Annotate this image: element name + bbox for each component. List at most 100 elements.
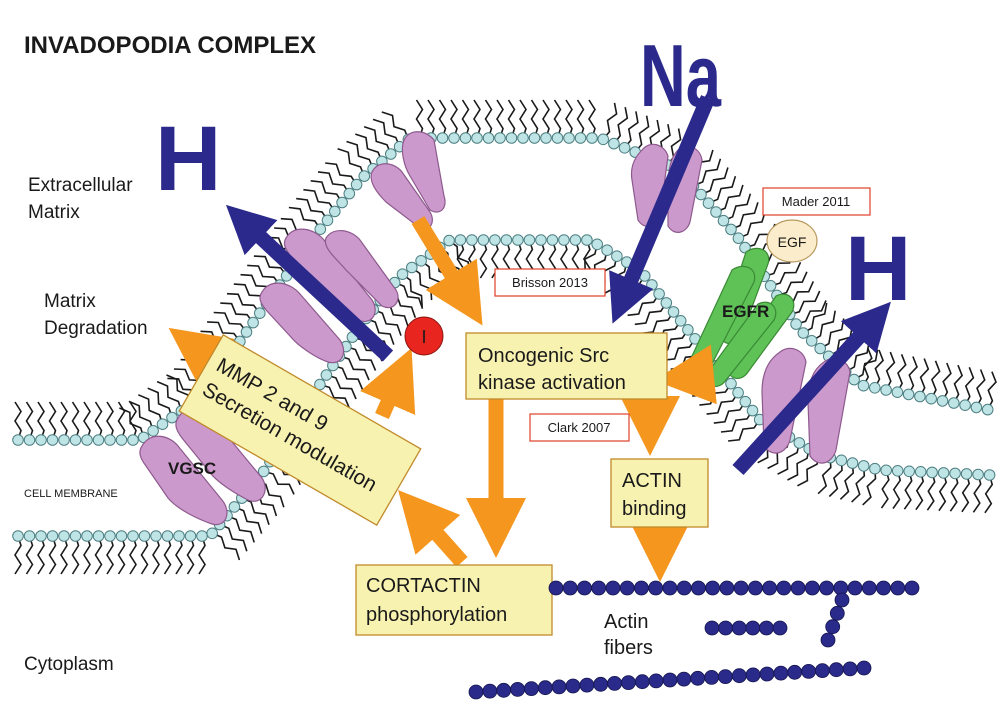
lipid-head [835, 454, 848, 467]
lipid-tail [137, 394, 164, 425]
actin-bead [748, 580, 763, 596]
lipid-tail [219, 523, 248, 552]
actin-bead [856, 660, 872, 676]
lipid-tail [473, 99, 481, 139]
lipid-head [857, 379, 870, 392]
lipid-head [732, 386, 744, 399]
egf-ligand [766, 219, 818, 263]
lipid-tail [602, 102, 618, 140]
lipid-tail [14, 401, 22, 441]
actin-bead [815, 663, 830, 678]
lipid-head [314, 223, 327, 235]
actin-bead [510, 682, 525, 697]
lipid-head [147, 425, 159, 437]
lipid-head [81, 434, 93, 446]
lipid-tail [777, 442, 801, 475]
lipid-head [69, 434, 82, 446]
actin-bead [718, 669, 733, 684]
lipid-tail [14, 535, 22, 575]
lipid-tail [953, 364, 964, 404]
lipid-head [710, 206, 722, 218]
lipid-head [981, 403, 994, 416]
actin-bead [662, 672, 678, 688]
lipid-head [608, 137, 620, 150]
lipid-head [406, 261, 418, 274]
actin-bead [819, 580, 834, 596]
lipid-tail [394, 281, 424, 309]
lipid-head [443, 234, 455, 247]
lipid-head [926, 466, 938, 479]
lipid-head [846, 457, 859, 469]
inhibitor-label: I [421, 327, 426, 347]
lipid-head [717, 214, 730, 227]
lipid-tail [220, 302, 254, 324]
lipid-head [948, 397, 960, 409]
actin-bead [718, 620, 733, 636]
lipid-head [104, 530, 116, 542]
lipid-head [184, 530, 197, 542]
lipid-tail [71, 535, 80, 575]
actin-bead [676, 580, 692, 596]
lipid-tail [795, 300, 827, 325]
lipid-head [92, 434, 105, 446]
lipid-tail [817, 457, 832, 495]
actin-bead [787, 664, 803, 680]
lipid-tail [623, 111, 639, 149]
lipid-head [674, 315, 687, 327]
actin-fibers [468, 580, 920, 700]
actin-bead [591, 580, 607, 596]
lipid-head [695, 188, 707, 201]
lipid-tail [874, 349, 885, 389]
lipid-tail [213, 311, 248, 333]
lipid-head [591, 238, 604, 251]
lipid-head [459, 132, 472, 144]
lipid-head [454, 234, 467, 246]
actin-bead [634, 674, 650, 690]
lipid-tail [234, 506, 263, 534]
lipid-tail [787, 448, 810, 481]
actin-bead [551, 679, 567, 695]
lipid-tail [530, 99, 539, 139]
lipid-tail [119, 407, 145, 438]
lipid-tail [802, 302, 828, 334]
actin-bead [537, 680, 553, 696]
actin-bead [577, 580, 592, 596]
lipid-head [746, 404, 759, 417]
lipid-head [517, 132, 529, 144]
lipid-tail [94, 401, 103, 441]
lipid-tail [106, 535, 114, 575]
lipid-head [228, 501, 241, 513]
lipid-tail [519, 99, 527, 139]
actin-bead [828, 662, 844, 678]
lipid-head [528, 132, 541, 144]
actin-bead [719, 580, 735, 596]
lipid-tail [576, 99, 585, 139]
egfr-label: EGFR [722, 302, 769, 321]
lipid-head [660, 297, 673, 309]
proton-label-left: H [155, 108, 221, 210]
lipid-tail [128, 400, 154, 432]
lipid-head [523, 234, 536, 246]
actin-binding-box: ACTIN binding [610, 458, 709, 528]
actin-bead [804, 580, 820, 596]
lipid-tail [226, 514, 255, 543]
src-label-line1: Oncogenic Src [478, 345, 609, 367]
channel-blob [139, 435, 228, 526]
lipid-head [466, 234, 478, 246]
cortactin-box: CORTACTIN phosphorylation [355, 564, 553, 636]
lipid-head [739, 395, 752, 408]
lipid-head [558, 234, 570, 246]
lipid-head [482, 132, 495, 144]
lipid-tail [461, 99, 470, 139]
egfr-receptor [691, 247, 795, 388]
lipid-tail [892, 470, 902, 510]
lipid-tail [964, 367, 975, 406]
lipid-head [983, 469, 996, 481]
arrow-egfr-to-src [654, 344, 717, 405]
lipid-head [489, 234, 501, 246]
inhibitor-circle [404, 316, 444, 356]
lipid-tail [972, 474, 982, 513]
actin-binding-line1: ACTIN [622, 470, 682, 492]
lipid-tail [919, 358, 930, 397]
lipid-tail [152, 535, 160, 575]
